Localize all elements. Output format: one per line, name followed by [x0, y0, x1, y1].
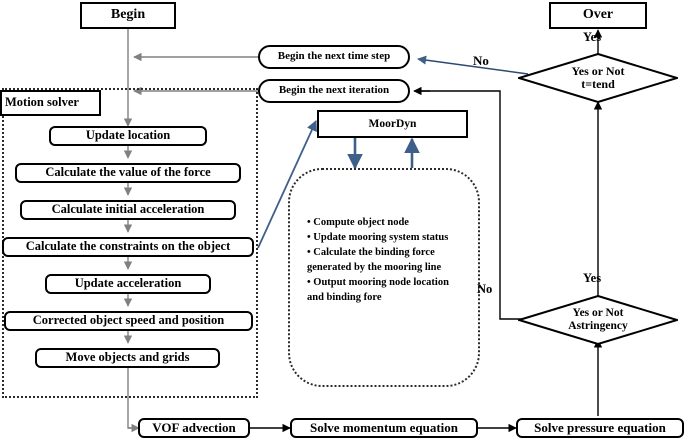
decision-tend-label: Yes or Not t=tend [518, 53, 678, 103]
node-calculate-initial-acceleration[interactable]: Calculate initial acceleration [20, 200, 236, 220]
node-begin-next-iteration[interactable]: Begin the next iteration [258, 79, 410, 103]
decision-astringency-shape[interactable] [518, 295, 678, 345]
edge-label-astringency-yes: Yes [583, 271, 602, 285]
node-calculate-constraints-label: Calculate the constraints on the object [25, 239, 231, 254]
node-begin-next-time-step[interactable]: Begin the next time step [258, 45, 410, 69]
node-calculate-force-value[interactable]: Calculate the value of the force [15, 163, 241, 183]
decision-tend-line1: Yes or Not [571, 63, 625, 78]
node-begin-label: Begin [110, 7, 146, 23]
node-solve-momentum-equation-label: Solve momentum equation [309, 420, 459, 436]
node-calculate-constraints[interactable]: Calculate the constraints on the object [2, 237, 254, 257]
decision-tend-shape[interactable] [518, 53, 678, 103]
node-solve-pressure-equation-label: Solve pressure equation [534, 420, 666, 436]
node-update-location-label: Update location [85, 128, 171, 143]
decision-astringency-line1: Yes or Not [572, 307, 624, 320]
node-update-location[interactable]: Update location [49, 126, 207, 146]
moordyn-bullet-1: • Update mooring system status [307, 231, 449, 243]
node-move-objects-grids[interactable]: Move objects and grids [35, 348, 220, 368]
moordyn-bullet-2: • Calculate the binding force [307, 246, 435, 258]
node-update-acceleration[interactable]: Update acceleration [45, 274, 211, 294]
node-calculate-initial-acceleration-label: Calculate initial acceleration [51, 202, 205, 217]
moordyn-bullet-list: • Compute object node • Update mooring s… [307, 216, 487, 305]
moordyn-bullet-0: • Compute object node [307, 217, 409, 228]
moordyn-task-panel [288, 168, 480, 387]
node-motion-solver-title[interactable]: Motion solver [0, 90, 101, 116]
node-begin[interactable]: Begin [80, 2, 176, 29]
node-solve-pressure-equation[interactable]: Solve pressure equation [516, 418, 684, 438]
node-move-objects-grids-label: Move objects and grids [65, 350, 190, 365]
node-vof-advection[interactable]: VOF advection [138, 418, 250, 438]
decision-astringency-label: Yes or Not Astringency [518, 295, 678, 345]
node-corrected-speed-position-label: Corrected object speed and position [32, 313, 225, 328]
node-begin-next-iteration-label: Begin the next iteration [278, 84, 390, 97]
decision-tend-line2: t=tend [581, 77, 615, 91]
edge-label-tend-yes: Yes [583, 30, 602, 44]
node-corrected-speed-position[interactable]: Corrected object speed and position [4, 311, 253, 331]
decision-astringency-line2: Astringency [568, 320, 628, 332]
edge-label-astringency-no: No [477, 282, 493, 296]
moordyn-bullet-3: • Output mooring node location [307, 276, 449, 288]
node-over[interactable]: Over [549, 2, 647, 29]
node-calculate-force-value-label: Calculate the value of the force [45, 165, 211, 180]
node-begin-next-time-step-label: Begin the next time step [277, 50, 391, 63]
node-moordyn[interactable]: MoorDyn [317, 110, 468, 138]
edge-label-tend-no: No [473, 53, 489, 68]
node-vof-advection-label: VOF advection [152, 420, 236, 436]
node-update-acceleration-label: Update acceleration [74, 276, 182, 291]
node-moordyn-label: MoorDyn [368, 117, 417, 130]
moordyn-bullet-2-cont: generated by the mooring line [307, 261, 442, 273]
moordyn-bullet-3-cont: and binding fore [307, 291, 382, 303]
node-solve-momentum-equation[interactable]: Solve momentum equation [290, 418, 478, 438]
node-motion-solver-title-label: Motion solver [5, 95, 79, 110]
node-over-label: Over [582, 7, 614, 23]
